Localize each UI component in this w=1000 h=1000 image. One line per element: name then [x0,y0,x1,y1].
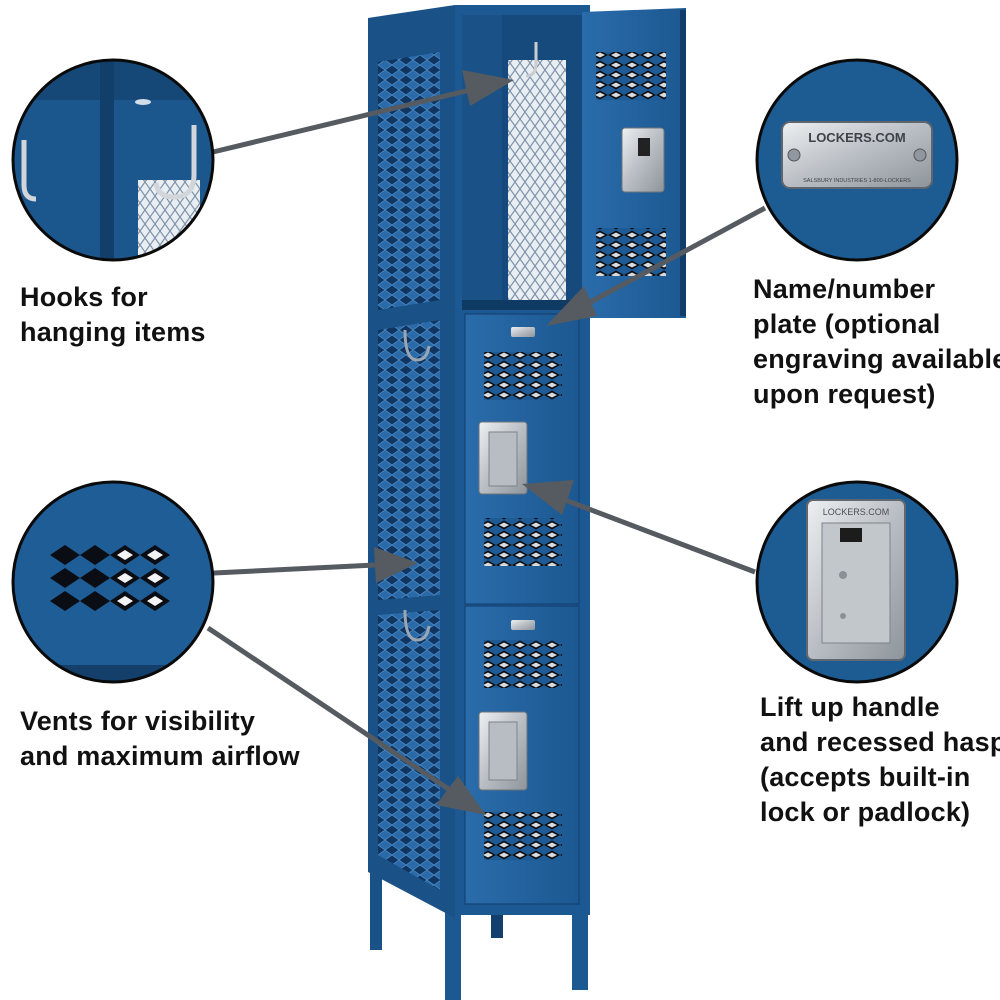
door-vent [484,812,562,860]
name-plate-detail-circle: LOCKERS.COM SALSBURY INDUSTRIES 1-800-LO… [755,58,959,262]
caption-line: Vents for visibility [20,706,256,736]
door-vent [484,518,562,566]
vents-detail-circle [11,480,215,684]
back-mesh [508,60,566,305]
caption-line: Name/number [753,274,936,304]
callout-arrows [206,70,767,815]
plate-screw [913,148,927,162]
locker-unit [368,5,686,1000]
side-hook [403,329,431,362]
caption-line: and recessed hasp [760,727,1000,757]
number-plate [511,620,535,630]
hooks-detail-circle [11,58,215,262]
compartment-hook [525,42,538,78]
side-hook [403,609,431,642]
number-plate [511,327,535,337]
door-vent [484,352,562,400]
caption-handle: Lift up handle and recessed hasp (accept… [760,690,1000,830]
caption-line: and maximum airflow [20,741,300,771]
caption-line: lock or padlock) [760,797,971,827]
handle-brand-text: LOCKERS.COM [823,507,890,517]
caption-line: Hooks for [20,282,148,312]
locker-leg [370,865,382,950]
caption-line: (accepts built-in [760,762,971,792]
plate-small-text: SALSBURY INDUSTRIES 1-800-LOCKERS [803,178,911,184]
locker-leg [445,900,461,1000]
locker-leg [572,900,588,990]
door-vent [484,640,562,688]
caption-line: plate (optional [753,309,941,339]
plate-brand-text: LOCKERS.COM [808,130,906,145]
door-vent-top [596,52,666,100]
caption-line: Lift up handle [760,692,940,722]
caption-line: engraving available [753,344,1000,374]
caption-hooks: Hooks for hanging items [20,280,206,350]
caption-name-plate: Name/number plate (optional engraving av… [753,272,1000,412]
caption-vents: Vents for visibility and maximum airflow [20,704,300,774]
caption-line: upon request) [753,379,936,409]
engraved-plate [781,121,933,189]
handle-detail-circle: LOCKERS.COM [755,480,959,684]
plate-screw [787,148,801,162]
caption-line: hanging items [20,317,206,347]
door-handle [621,127,665,193]
